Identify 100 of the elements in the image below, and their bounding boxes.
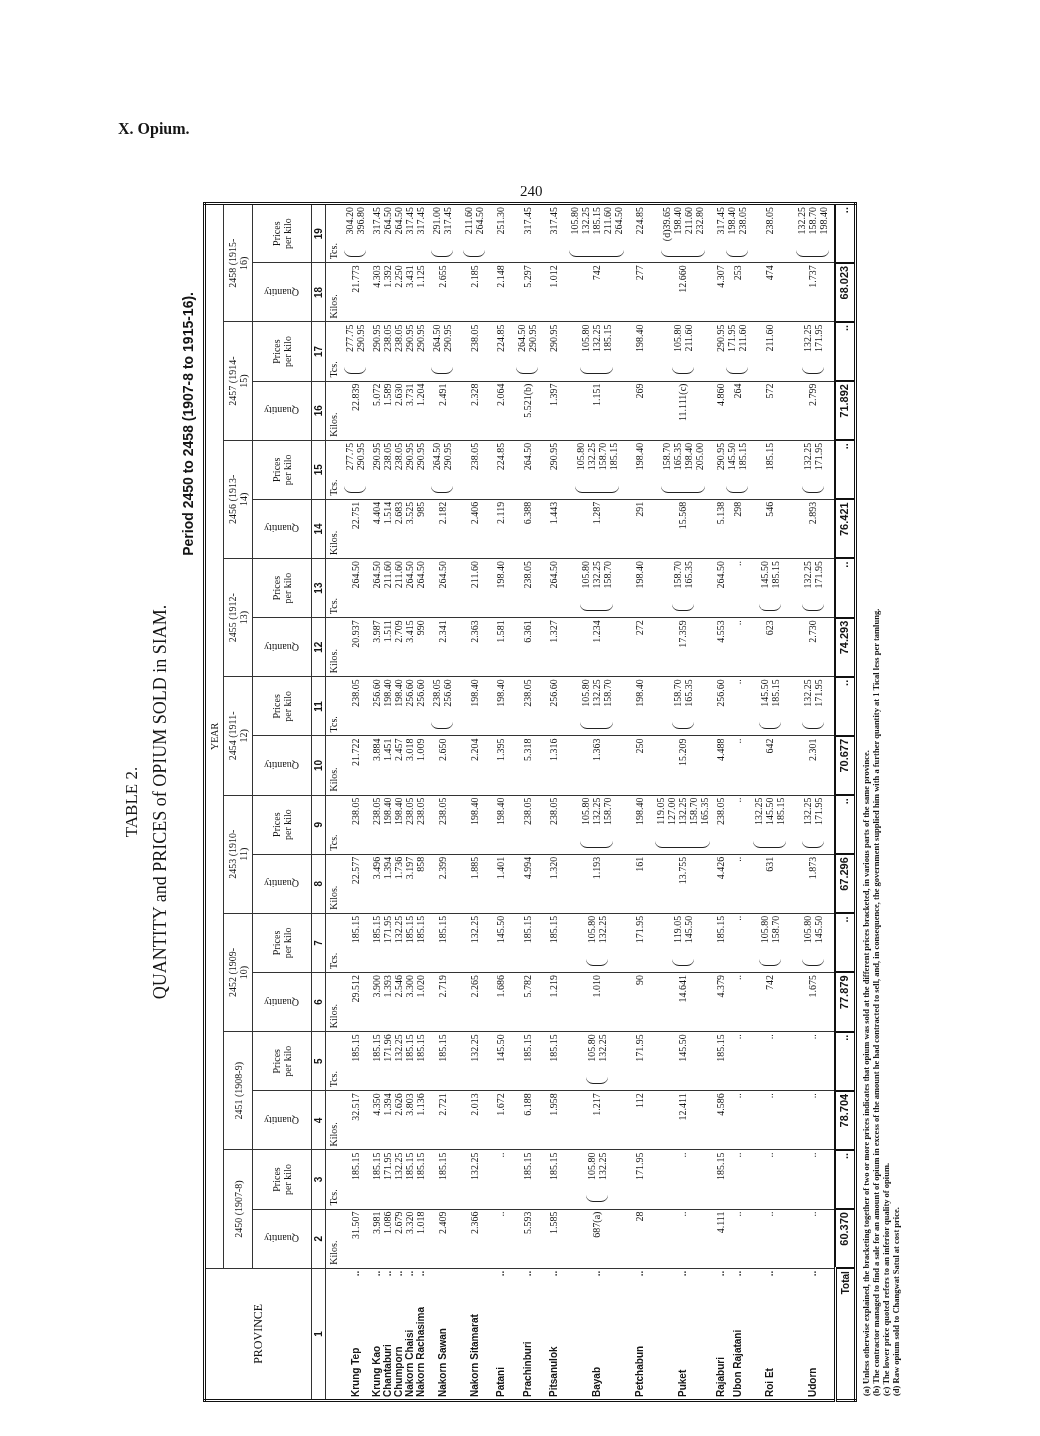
price-value: 290.95 [548, 442, 559, 471]
quantity-value: 1.736 [393, 856, 404, 880]
quantity-value: 161 [634, 856, 645, 872]
price-value: 211.60 [393, 561, 404, 589]
price-value: 256.60 [404, 679, 415, 707]
quantity-value: 546 [764, 501, 775, 517]
quantity-value: 28 [634, 1211, 645, 1222]
price-value: 105.80 132.25 158.70 185.15 [574, 442, 619, 493]
price-value: 224.85 [495, 324, 506, 352]
quantity-value: 6.361 [521, 620, 533, 643]
price-value: 264.50 [521, 442, 533, 471]
price-value: 105.80 145.50 [801, 915, 824, 966]
quantity-value: 858 [415, 856, 426, 872]
quantity-value: 2.406 [468, 501, 480, 525]
footnote: (d) Raw opium sold to Changwat Satul at cost price. [890, 1207, 901, 1396]
quantity-value: 112 [634, 1093, 645, 1108]
unit-label: Tcs. [328, 1189, 339, 1206]
price-value: 277.75 290.95 [344, 442, 366, 493]
price-value: 211.60 [468, 561, 480, 589]
quantity-value: 17.359 [677, 620, 688, 648]
unit-label: Kilos. [328, 1003, 339, 1029]
price-value: 290.95 [415, 442, 426, 471]
price-value: 317.45 [548, 207, 559, 235]
price-value: 185.15 [349, 915, 361, 944]
unit-label: Tcs. [328, 361, 339, 378]
price-value: 185.15 [548, 1152, 559, 1180]
price-value: 145.50 [495, 1034, 506, 1062]
quantity-value: 4.860 [715, 383, 726, 407]
price-value: (d)39.65 198.40 211.60 232.80 [660, 207, 705, 257]
price-value: .. [764, 1152, 775, 1158]
quantity-value: 4.111 [715, 1211, 726, 1234]
quantity-value: 21.722 [349, 738, 361, 766]
price-value: .. [807, 1152, 818, 1158]
section-heading: X. Opium. [118, 120, 190, 138]
price-value: 185.15 [371, 1034, 382, 1062]
total-price: .. [839, 561, 851, 568]
price-value: 224.85 [495, 442, 506, 471]
quantity-value: 5.782 [521, 975, 533, 998]
quantity-value: 1.234 [591, 620, 602, 643]
price-value: 145.50 185.15 [726, 442, 748, 493]
price-value: 224.85 [634, 207, 645, 235]
quantity-value: 2.301 [807, 738, 818, 761]
price-value: 317.45 [521, 207, 533, 235]
quantity-value: 1.125 [415, 265, 426, 288]
column-header: Quantity [263, 523, 299, 535]
column-number: 6 [313, 999, 324, 1005]
footnote: (b) The contractor managed to find a sale for an amount of opium in excess of the amount he had contracted to sell, and, in consequence, the government supplied him with a further quantity at 1 Tical less per tamlung. [870, 607, 881, 1396]
unit-label: Tcs. [328, 952, 339, 969]
province-name: Puket [677, 1369, 688, 1397]
price-value: 238.05 [371, 797, 382, 826]
quantity-value: 272 [634, 620, 645, 636]
column-header: Prices per kilo [271, 926, 293, 961]
quantity-value: 2.491 [436, 383, 448, 407]
price-value: 198.40 [468, 679, 480, 707]
price-value: 264.50 290.95 [516, 324, 538, 375]
price-value: 171.95 211.60 [726, 324, 748, 375]
province-name: Ubon Rajatani [731, 1329, 743, 1397]
price-value: 290.95 [371, 324, 382, 352]
price-value: 198.40 [382, 679, 393, 707]
column-number: 7 [313, 940, 324, 946]
price-value: 317.45 [415, 207, 426, 235]
quantity-value: 1.012 [548, 265, 559, 288]
year-header: 2453 (1910-11) [227, 828, 249, 881]
price-value: 105.80 132.25 [585, 1034, 608, 1085]
quantity-value: 3.018 [404, 738, 415, 761]
unit-label: Kilos. [328, 1122, 339, 1147]
quantity-value: 269 [634, 383, 645, 399]
price-value: 238.05 [393, 324, 404, 352]
price-value: 264.50 [404, 561, 415, 589]
province-name: Chumporn [393, 1346, 404, 1397]
quantity-value: 1.873 [807, 856, 818, 880]
column-header: Prices per kilo [271, 453, 293, 488]
price-value: 105.80 132.25 185.15 211.60 264.50 [569, 207, 624, 257]
price-value: 211.60 [764, 324, 775, 352]
total-price: .. [839, 1152, 851, 1160]
quantity-value: 3.496 [371, 856, 382, 880]
quantity-value: .. [677, 1211, 688, 1217]
price-value: 158.70 165.35 198.40 205.00 [660, 442, 705, 493]
province-name: Patani [495, 1367, 506, 1397]
price-value: 238.05 [382, 324, 393, 352]
price-value: 317.45 [715, 207, 726, 235]
price-value: 211.60 264.50 [463, 207, 485, 257]
price-value: 105.80 132.25 [585, 915, 608, 966]
quantity-value: 4.994 [521, 856, 533, 880]
price-value: 185.15 [404, 1152, 415, 1180]
quantity-value: 2.185 [468, 265, 480, 288]
quantity-value: 2.630 [393, 383, 404, 407]
quantity-value: 250 [634, 738, 645, 754]
leader-dots: .. [591, 1270, 602, 1277]
unit-label: Tcs. [328, 243, 339, 260]
quantity-value: 1.401 [495, 856, 506, 880]
year-header: 2450 (1907-8) [232, 1180, 244, 1238]
price-value: 158.70 165.35 [671, 561, 694, 611]
price-value: 198.40 [634, 797, 645, 826]
quantity-value: 4.488 [715, 738, 726, 761]
quantity-value: 1.204 [415, 383, 426, 407]
total-price: .. [839, 798, 851, 805]
price-value: 185.15 [715, 1152, 726, 1180]
price-value: 105.80 132.25 158.70 [580, 561, 613, 611]
price-value: .. [731, 915, 743, 921]
